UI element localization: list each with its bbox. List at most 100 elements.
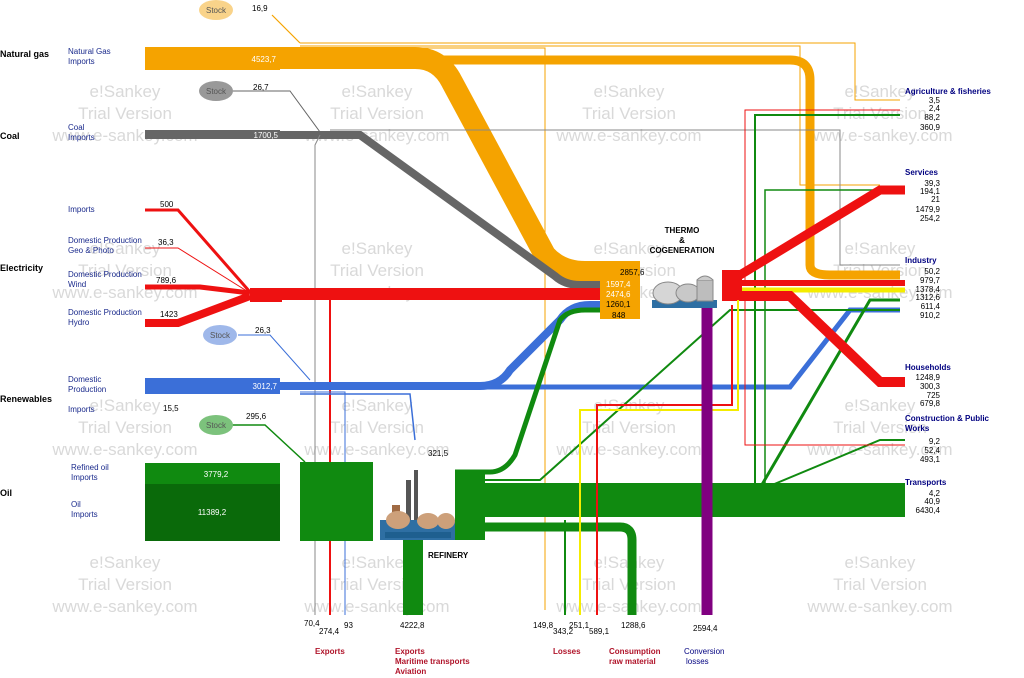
dest-industry-values: 50,2 979,7 1378,4 1312,6 611,4 910,2	[916, 267, 941, 320]
cat-electricity: Electricity	[0, 263, 43, 273]
watermark-text: e!Sankey	[845, 239, 916, 258]
src-ren-2: Production	[68, 385, 106, 394]
bot-raw-v1: 1288,6	[621, 621, 646, 630]
watermark-text: e!Sankey	[90, 82, 161, 101]
src-elec-imports: Imports	[68, 205, 95, 214]
src-oil-refined-2: Imports	[71, 473, 98, 482]
flow-oil-agri	[754, 114, 900, 486]
dest-agriculture: Agriculture & fisheries	[905, 87, 991, 96]
src-ren-1: Domestic	[68, 375, 101, 384]
dest-tr-v2: 6430,4	[916, 506, 941, 515]
thermo-in-0: 2857,6	[620, 268, 645, 277]
cat-gas: Natural gas	[0, 49, 49, 59]
val-gas-imports: 4523,7	[252, 55, 277, 64]
cat-coal: Coal	[0, 131, 20, 141]
src-elec-wind-1: Domestic Production	[68, 270, 142, 279]
dest-services-values: 39,3 194,1 21 1479,9 254,2	[916, 179, 941, 223]
node-gas-imports	[145, 47, 280, 70]
bot-loss-v1: 343,2	[553, 627, 574, 636]
thermo-label-2: &	[679, 236, 685, 245]
watermark-text: Trial Version	[78, 418, 172, 437]
source-labels: Natural Gas Imports 4523,7 Stock 16,9 Co…	[68, 4, 279, 519]
bot-exp-v2: 93	[344, 621, 353, 630]
val-elec-hydro: 1423	[160, 310, 178, 319]
dest-ind-v5: 910,2	[920, 311, 941, 320]
watermark-text: Trial Version	[833, 104, 927, 123]
watermark-text: e!Sankey	[342, 239, 413, 258]
dest-transports: Transports	[905, 478, 947, 487]
bot-raw-2: raw material	[609, 657, 656, 666]
watermark-text: e!Sankey	[342, 82, 413, 101]
watermark-text: e!Sankey	[845, 396, 916, 415]
dest-serv-v1: 194,1	[920, 187, 941, 196]
val-elec-geo: 36,3	[158, 238, 174, 247]
dest-con-v0: 9,2	[929, 437, 941, 446]
refinery-label: REFINERY	[428, 551, 469, 560]
src-gas-2: Imports	[68, 57, 95, 66]
flow-elec-geo	[145, 247, 251, 294]
flow-thermo-agri	[744, 109, 900, 280]
watermark-text: e!Sankey	[90, 553, 161, 572]
src-coal-1: Coal	[68, 123, 85, 132]
bot-exp-v1: 274,4	[319, 627, 340, 636]
val-gas-stock: 16,9	[252, 4, 268, 13]
watermark-text: Trial Version	[330, 261, 424, 280]
dest-agri-v2: 88,2	[924, 113, 940, 122]
src-elec-wind-2: Wind	[68, 280, 86, 289]
cat-oil: Oil	[0, 488, 12, 498]
watermark-text: e!Sankey	[594, 82, 665, 101]
watermark-text: e!Sankey	[90, 396, 161, 415]
node-ren-domestic	[145, 378, 280, 394]
bot-conv-1: Conversion	[684, 647, 724, 656]
flow-elec-hydro	[145, 292, 252, 327]
dest-serv-v0: 39,3	[924, 179, 940, 188]
val-coal-stock: 26,7	[253, 83, 269, 92]
flow-oil-stock	[232, 424, 306, 463]
dest-agri-v1: 2,4	[929, 104, 941, 113]
cat-renewables: Renewables	[0, 394, 52, 404]
node-thermo-inputs	[600, 265, 640, 319]
val-ren-stock: 26,3	[255, 326, 271, 335]
watermark-text: e!Sankey	[845, 553, 916, 572]
thermo-label-1: THERMO	[665, 226, 700, 235]
dest-hh-v3: 679,8	[920, 399, 941, 408]
stock-ren-node	[203, 325, 237, 345]
refinery-icon	[380, 470, 455, 540]
bot-conv-v0: 2594,4	[693, 624, 718, 633]
node-elec-collector	[250, 288, 282, 302]
flow-oil-industry	[758, 298, 900, 489]
flow-coal-industry	[330, 129, 900, 266]
flow-ren-refinery	[300, 393, 416, 441]
src-elec-hydro-1: Domestic Production	[68, 308, 142, 317]
flow-coal-thermo	[280, 131, 640, 289]
watermark-text: Trial Version	[78, 104, 172, 123]
dest-ind-v2: 1378,4	[916, 285, 941, 294]
bot-expm-1: Exports	[395, 647, 425, 656]
dest-agriculture-values: 3,5 2,4 88,2 360,9	[920, 96, 941, 132]
watermark-text: www.e-sankey.com	[303, 440, 449, 459]
flows	[145, 14, 905, 615]
val-oil-stock: 295,6	[246, 412, 267, 421]
dest-construction-values: 9,2 52,4 493,1	[920, 437, 941, 464]
dest-ind-v4: 611,4	[921, 302, 941, 311]
stock-coal-label: Stock	[206, 87, 227, 96]
watermark-text: Trial Version	[833, 418, 927, 437]
bot-exp-v0: 70,4	[304, 619, 320, 628]
src-coal-2: Imports	[68, 133, 95, 142]
watermark-text: Trial Version	[582, 104, 676, 123]
watermark-text: Trial Version	[582, 418, 676, 437]
val-ren-imports: 15,5	[163, 404, 179, 413]
flow-oil-raw	[455, 522, 637, 615]
flow-ren-direct	[280, 307, 900, 390]
val-elec-imports: 500	[160, 200, 174, 209]
src-oil-imports-2: Imports	[71, 510, 98, 519]
flow-coal-stock	[232, 90, 321, 133]
watermark-text: Trial Version	[330, 418, 424, 437]
dest-services: Services	[905, 168, 938, 177]
refinery-value: 321,5	[428, 449, 449, 458]
flow-thermo-yellow-loss	[579, 300, 739, 615]
bot-raw-v0: 589,1	[589, 627, 610, 636]
flow-thermo-red-raw	[596, 305, 733, 615]
flow-oil-construction	[759, 439, 905, 491]
